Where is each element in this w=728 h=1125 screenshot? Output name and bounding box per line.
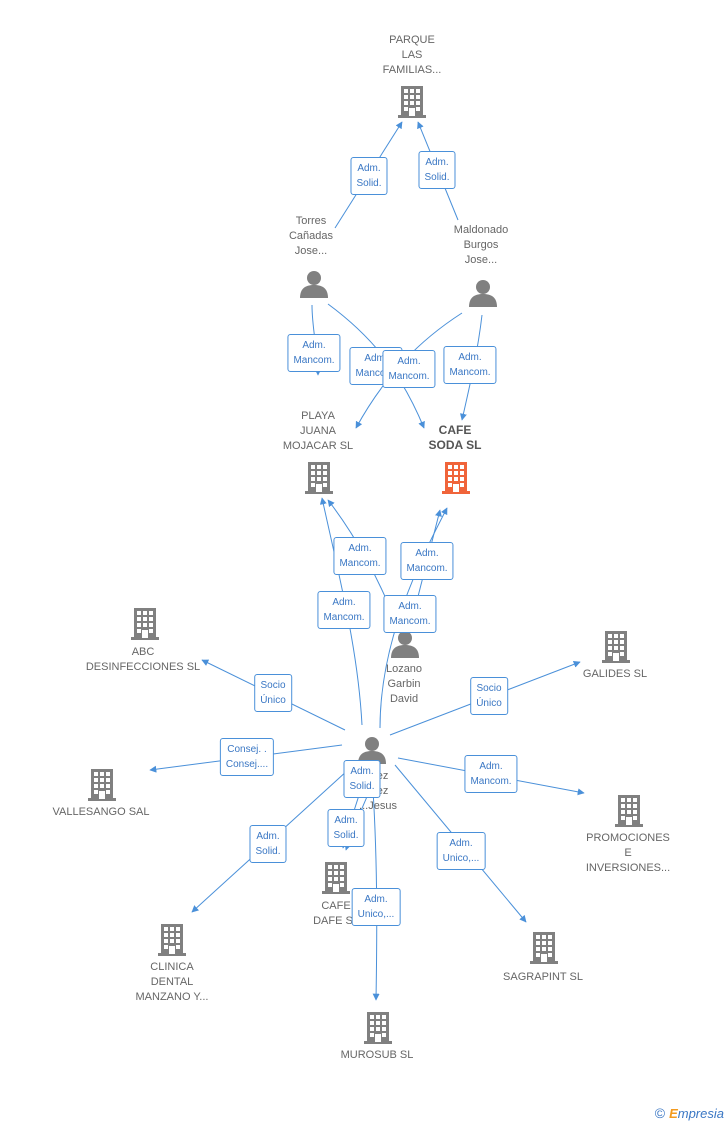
node-label-torres[interactable]: Torres Cañadas Jose... — [288, 215, 334, 257]
copyright-icon: © — [654, 1105, 666, 1121]
edge-label[interactable]: Adm.Solid. — [350, 157, 388, 195]
building-icon[interactable] — [530, 932, 558, 964]
building-icon[interactable] — [364, 1012, 392, 1044]
node-label-vallesango[interactable]: VALLESANGO SAL — [52, 806, 150, 818]
edge-label[interactable]: Adm.Mancom. — [382, 350, 436, 388]
node-label-playa[interactable]: PLAYA JUANA MOJACAR SL — [282, 410, 354, 452]
node-label-parque[interactable]: PARQUE LAS FAMILIAS... — [382, 34, 442, 76]
building-icon[interactable] — [88, 769, 116, 801]
building-icon[interactable] — [131, 608, 159, 640]
edge-label[interactable]: Adm.Solid. — [418, 151, 456, 189]
edge-label[interactable]: Adm.Mancom. — [443, 346, 497, 384]
edge-label[interactable]: Adm.Mancom. — [383, 595, 437, 633]
edge-label[interactable]: Adm.Mancom. — [333, 537, 387, 575]
node-label-promociones[interactable]: PROMOCIONES E INVERSIONES... — [585, 832, 671, 874]
edge-label[interactable]: Adm.Solid. — [343, 760, 381, 798]
node-label-galides[interactable]: GALIDES SL — [582, 668, 648, 680]
brand-logo: ©Empresia — [655, 1105, 724, 1121]
edge-label[interactable]: Adm.Unico,... — [351, 888, 401, 926]
node-label-clinica[interactable]: CLINICA DENTAL MANZANO Y... — [135, 961, 209, 1003]
building-icon[interactable] — [158, 924, 186, 956]
edge-label[interactable]: Adm.Solid. — [327, 809, 365, 847]
building-icon[interactable] — [602, 631, 630, 663]
edge-label[interactable]: Adm.Mancom. — [400, 542, 454, 580]
person-icon[interactable] — [300, 271, 328, 298]
node-label-lozano[interactable]: Lozano Garbin David — [385, 663, 423, 705]
building-icon-focus[interactable] — [442, 462, 470, 494]
edge-label[interactable]: Adm.Mancom. — [464, 755, 518, 793]
person-icon[interactable] — [469, 280, 497, 307]
node-label-cafedafe[interactable]: CAFE DAFE SL — [313, 900, 359, 927]
building-icon[interactable] — [305, 462, 333, 494]
brand-letter: E — [669, 1106, 678, 1121]
node-label-cafesoda[interactable]: CAFE SODA SL — [428, 423, 482, 452]
node-label-abc[interactable]: ABC DESINFECCIONES SL — [85, 646, 201, 673]
node-label-sagrapint[interactable]: SAGRAPINT SL — [503, 971, 583, 983]
edge-label[interactable]: Consej. .Consej.... — [219, 738, 275, 776]
brand-name: mpresia — [677, 1106, 724, 1121]
edge-label[interactable]: Adm.Mancom. — [287, 334, 341, 372]
edge-label[interactable]: Adm.Unico,... — [436, 832, 486, 870]
edge-label[interactable]: Adm.Solid. — [249, 825, 287, 863]
building-icon[interactable] — [322, 862, 350, 894]
node-label-murosub[interactable]: MUROSUB SL — [340, 1049, 414, 1061]
building-icon[interactable] — [398, 86, 426, 118]
person-icon[interactable] — [391, 631, 419, 658]
edge-label[interactable]: Adm.Mancom. — [317, 591, 371, 629]
node-label-maldonado[interactable]: Maldonado Burgos Jose... — [453, 224, 509, 266]
building-icon[interactable] — [615, 795, 643, 827]
